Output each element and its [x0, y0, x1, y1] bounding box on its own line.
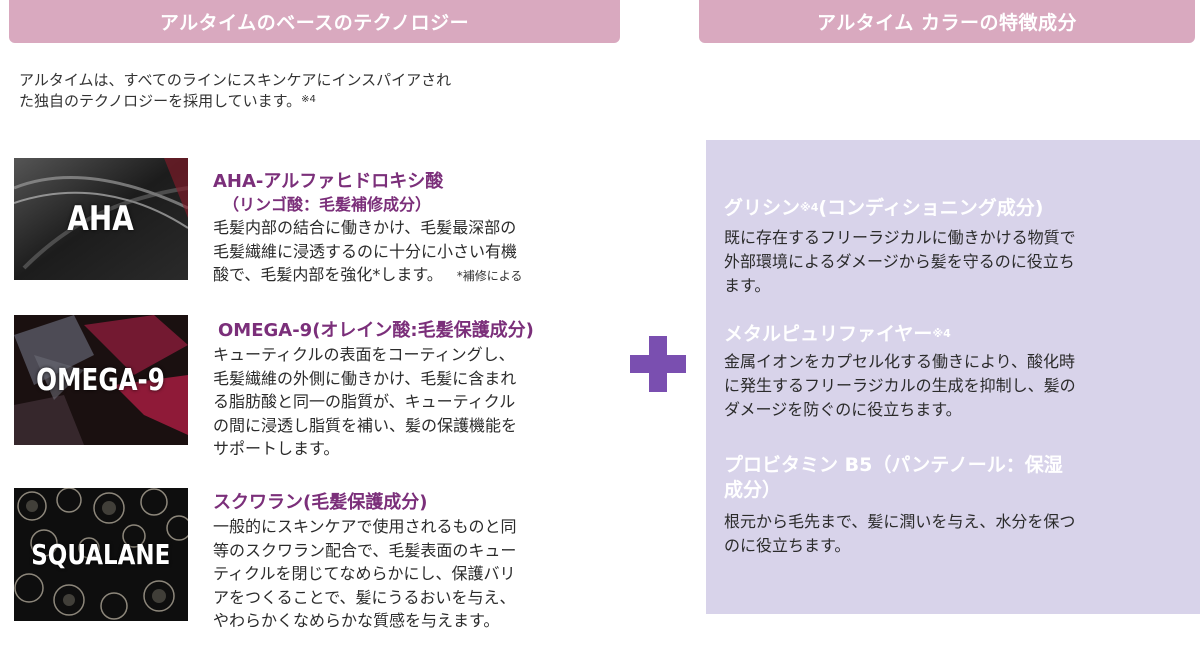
- metal-purifier-body-line: ダメージを防ぐのに役立ちます。: [724, 400, 962, 419]
- aha-title: AHA-アルファヒドロキシ酸: [213, 171, 444, 192]
- aha-subtitle: （リンゴ酸：毛髪補修成分）: [223, 195, 432, 214]
- provitamin-body-line: 根元から毛先まで、髪に潤いを与え、水分を保つ: [724, 512, 1076, 531]
- omega9-body-line: 毛髪繊維の外側に働きかけ、毛髪に含まれ: [213, 368, 517, 388]
- ingredient-squalane: スクワラン(毛髪保護成分) 一般的にスキンケアで使用されるものと同 等のスクワラ…: [213, 491, 608, 633]
- aha-description: 毛髪内部の結合に働きかけ、毛髪最深部の 毛髪繊維に浸透するのに十分に小さい有機 …: [213, 216, 608, 289]
- omega9-image: OMEGA-9: [14, 315, 188, 445]
- aha-body-line: 毛髪繊維に浸透するのに十分に小さい有機: [213, 241, 518, 261]
- omega9-body-line: る脂肪酸と同一の脂質が、キューティクル: [213, 392, 516, 411]
- aha-image: AHA: [14, 158, 188, 280]
- intro-line-1: アルタイムは、すべてのラインにスキンケアにインスパイアされ: [19, 71, 452, 89]
- glycine-name: グリシン: [724, 197, 801, 219]
- omega9-image-label: OMEGA-9: [36, 362, 166, 398]
- metal-purifier-note: ※4: [932, 327, 951, 340]
- squalane-image: SQUALANE: [14, 488, 188, 621]
- ingredient-omega9: OMEGA-9(オレイン酸:毛髪保護成分) キューティクルの表面をコーティングし…: [213, 319, 608, 461]
- plus-icon: [630, 336, 686, 392]
- glycine-body-line: ます。: [724, 276, 771, 295]
- ingredient-aha: AHA-アルファヒドロキシ酸 （リンゴ酸：毛髪補修成分） 毛髪内部の結合に働きか…: [213, 170, 608, 289]
- provitamin-title-line: プロビタミン B5（パンテノール：保湿: [724, 454, 1063, 476]
- omega9-body-line: キューティクルの表面をコーティングし、: [213, 345, 515, 364]
- squalane-title: スクワラン(毛髪保護成分): [213, 492, 428, 513]
- squalane-image-label: SQUALANE: [31, 538, 171, 571]
- metal-purifier-name: メタルピュリファイヤー: [724, 323, 933, 345]
- features-panel: グリシン※4(コンディショニング成分) 既に存在するフリーラジカルに働きかける物…: [706, 140, 1200, 614]
- omega9-title: OMEGA-9(オレイン酸:毛髪保護成分): [218, 320, 534, 341]
- glycine-body-line: 外部環境によるダメージから髪を守るのに役立ち: [724, 252, 1075, 271]
- feature-provitamin-title: プロビタミン B5（パンテノール：保湿 成分）: [724, 453, 1184, 503]
- glycine-note: ※4: [800, 201, 819, 214]
- feature-glycine-description: 既に存在するフリーラジカルに働きかける物質で 外部環境によるダメージから髪を守る…: [724, 226, 1194, 298]
- glycine-body-line: 既に存在するフリーラジカルに働きかける物質で: [724, 228, 1076, 247]
- squalane-body-line: ティクルを閉じてなめらかにし、保護バリ: [213, 564, 516, 583]
- omega9-body-line: の間に浸透し脂質を補い、髪の保護機能を: [213, 415, 518, 435]
- omega9-description: キューティクルの表面をコーティングし、 毛髪繊維の外側に働きかけ、毛髪に含まれ …: [213, 343, 608, 461]
- feature-metal-purifier-description: 金属イオンをカプセル化する働きにより、酸化時 に発生するフリーラジカルの生成を抑…: [724, 350, 1194, 422]
- feature-glycine-title: グリシン※4(コンディショニング成分): [724, 196, 1184, 221]
- right-header-text: アルタイム カラーの特徴成分: [816, 12, 1078, 34]
- glycine-category: (コンディショニング成分): [818, 197, 1044, 219]
- right-section-header: アルタイム カラーの特徴成分: [699, 0, 1195, 43]
- intro-text: アルタイムは、すべてのラインにスキンケアにインスパイアされ た独自のテクノロジー…: [19, 70, 544, 112]
- feature-provitamin-description: 根元から毛先まで、髪に潤いを与え、水分を保つ のに役立ちます。: [724, 510, 1194, 558]
- squalane-body-line: やわらかくなめらかな質感を与えます。: [213, 611, 500, 630]
- provitamin-body-line: のに役立ちます。: [724, 536, 851, 555]
- omega9-body-line: サポートします。: [213, 439, 340, 458]
- provitamin-title-line: 成分）: [724, 479, 782, 501]
- squalane-body-line: アをつくることで、髪にうるおいを与え、: [213, 587, 516, 607]
- aha-image-label: AHA: [67, 199, 135, 239]
- squalane-description: 一般的にスキンケアで使用されるものと同 等のスクワラン配合で、毛髪表面のキュー …: [213, 515, 608, 633]
- squalane-body-line: 一般的にスキンケアで使用されるものと同: [213, 517, 517, 536]
- left-header-text: アルタイムのベースのテクノロジー: [159, 12, 470, 34]
- feature-metal-purifier-title: メタルピュリファイヤー※4: [724, 322, 1184, 347]
- intro-note: ※4: [301, 94, 316, 105]
- intro-line-2: た独自のテクノロジーを採用しています。: [19, 92, 302, 110]
- left-section-header: アルタイムのベースのテクノロジー: [9, 0, 620, 43]
- metal-purifier-body-line: 金属イオンをカプセル化する働きにより、酸化時: [724, 352, 1076, 371]
- squalane-body-line: 等のスクワラン配合で、毛髪表面のキュー: [213, 540, 517, 560]
- aha-body-line: 毛髪内部の結合に働きかけ、毛髪最深部の: [213, 218, 517, 237]
- metal-purifier-body-line: に発生するフリーラジカルの生成を抑制し、髪の: [724, 376, 1076, 395]
- aha-body-line: 酸で、毛髪内部を強化*します。: [213, 265, 443, 284]
- aha-footnote: *補修による: [456, 269, 523, 283]
